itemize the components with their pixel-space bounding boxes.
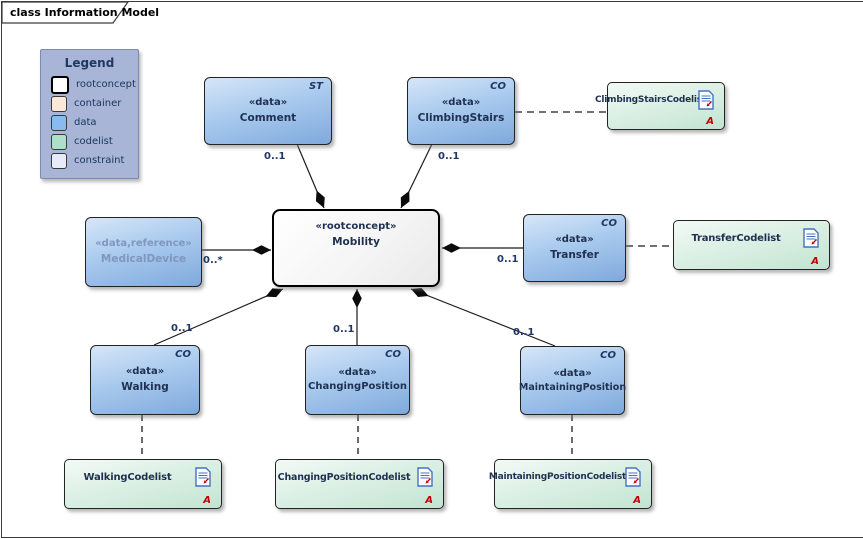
- stereotype: «data»: [555, 234, 594, 246]
- stereotype: «data»: [248, 97, 288, 109]
- legend-item-data: data: [41, 113, 138, 132]
- node-mobility[interactable]: «rootconcept» Mobility: [272, 209, 440, 287]
- node-changingpositioncodelist[interactable]: ChangingPositionCodelist A: [275, 459, 444, 509]
- legend-item-rootconcept: rootconcept: [41, 75, 138, 94]
- data-swatch: [51, 114, 67, 131]
- stereotype: «data,reference»: [95, 238, 192, 250]
- node-name: MaintainingPosition: [518, 382, 627, 394]
- multiplicity-transfer: 0..1: [497, 254, 519, 265]
- codelist-swatch: [51, 133, 67, 150]
- node-tag: CO: [175, 349, 191, 360]
- node-transfer[interactable]: CO «data» Transfer: [523, 214, 626, 282]
- node-maintainingpositioncodelist[interactable]: MaintainingPositionCodelist A: [488, 459, 652, 509]
- stereotype: «data»: [553, 367, 592, 379]
- node-climbingstairs[interactable]: CO «data» ClimbingStairs: [407, 77, 515, 145]
- node-tag: CO: [600, 350, 616, 361]
- multiplicity-medicaldevice: 0..*: [203, 255, 223, 266]
- node-tag: CO: [601, 218, 617, 229]
- constraint-swatch: [51, 152, 67, 169]
- node-name: MaintainingPositionCodelist: [488, 472, 627, 482]
- node-walking[interactable]: CO «data» Walking: [90, 345, 200, 415]
- node-comment[interactable]: ST «data» Comment: [204, 77, 332, 145]
- multiplicity-walking: 0..1: [171, 323, 193, 334]
- node-tag: CO: [490, 81, 506, 92]
- node-name: ClimbingStairsCodelist: [594, 95, 707, 105]
- node-tag: CO: [385, 349, 401, 360]
- node-medicaldevice[interactable]: «data,reference» MedicalDevice: [85, 217, 202, 287]
- document-icon: [625, 467, 642, 487]
- frame-tab: [2, 2, 129, 24]
- node-transfercodelist[interactable]: TransferCodelist A: [673, 220, 830, 270]
- container-swatch: [51, 95, 67, 112]
- stereotype: «data»: [338, 366, 377, 378]
- node-climbingstairscodelist[interactable]: ClimbingStairsCodelist A: [594, 82, 725, 130]
- artifact-badge: A: [811, 256, 819, 267]
- frame-title: class Information Model: [10, 6, 160, 19]
- artifact-badge: A: [706, 116, 714, 127]
- node-name: Comment: [239, 111, 297, 124]
- multiplicity-climbingstairs: 0..1: [438, 151, 460, 162]
- document-icon: [698, 90, 715, 110]
- node-name: ClimbingStairs: [417, 111, 505, 124]
- multiplicity-comment: 0..1: [264, 151, 286, 162]
- node-name: Transfer: [550, 248, 599, 261]
- document-icon: [803, 228, 820, 248]
- node-changingposition[interactable]: CO «data» ChangingPosition: [305, 345, 410, 415]
- node-name: MedicalDevice: [100, 252, 187, 265]
- artifact-badge: A: [633, 495, 641, 506]
- document-icon: [195, 467, 212, 487]
- legend-item-constraint: constraint: [41, 151, 138, 170]
- rootconcept-swatch: [51, 75, 69, 94]
- artifact-badge: A: [203, 495, 211, 506]
- node-maintainingposition[interactable]: CO «data» MaintainingPosition: [518, 346, 627, 415]
- node-name: Walking: [121, 380, 169, 393]
- legend-item-container: container: [41, 94, 138, 113]
- legend-title: Legend: [64, 56, 115, 70]
- stereotype: «rootconcept»: [315, 221, 397, 232]
- artifact-badge: A: [425, 495, 433, 506]
- stereotype: «data»: [441, 97, 481, 109]
- node-name: TransferCodelist: [691, 232, 781, 244]
- legend-panel: Legend rootconcept container data codeli…: [40, 49, 139, 179]
- node-name: Mobility: [332, 235, 380, 248]
- node-tag: ST: [308, 81, 323, 92]
- node-name: WalkingCodelist: [83, 471, 172, 483]
- multiplicity-changingposition: 0..1: [333, 324, 355, 335]
- node-name: ChangingPosition: [308, 381, 407, 393]
- node-name: ChangingPositionCodelist: [277, 471, 411, 483]
- multiplicity-maintainingposition: 0..1: [513, 327, 535, 338]
- node-walkingcodelist[interactable]: WalkingCodelist A: [64, 459, 222, 509]
- legend-item-codelist: codelist: [41, 132, 138, 151]
- stereotype: «data»: [125, 366, 165, 378]
- document-icon: [417, 467, 434, 487]
